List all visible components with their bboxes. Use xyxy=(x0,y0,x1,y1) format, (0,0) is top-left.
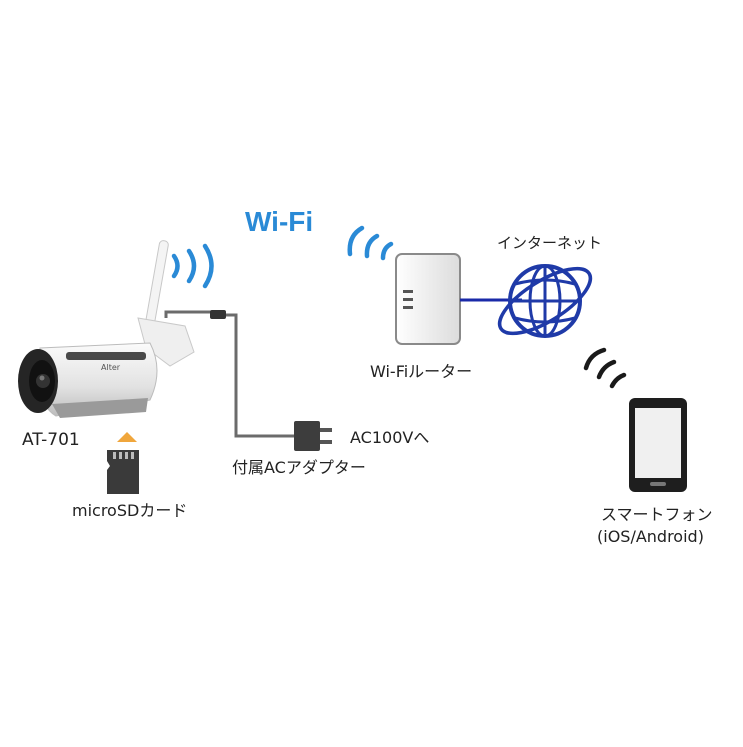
smartphone-label: スマートフォン xyxy=(601,505,713,524)
router-wifi-waves-icon xyxy=(347,225,394,261)
router-label: Wi-Fiルーター xyxy=(370,362,473,381)
ac-power-label: AC100Vへ xyxy=(350,428,430,447)
wifi-router-icon xyxy=(395,253,461,345)
camera-brand-logo: Alter xyxy=(101,363,121,372)
camera-model-label: AT-701 xyxy=(22,430,80,450)
wifi-title: Wi-Fi xyxy=(245,206,314,237)
smartphone-icon xyxy=(629,398,687,492)
cable-connector xyxy=(210,310,226,319)
internet-label: インターネット xyxy=(497,234,603,252)
adapter-label: 付属ACアダプター xyxy=(232,458,366,477)
smartphone-os-label: (iOS/Android) xyxy=(597,527,704,546)
camera-wifi-waves-icon xyxy=(171,243,214,289)
smartphone-wifi-waves-icon xyxy=(583,347,627,389)
globe-icon xyxy=(497,264,593,338)
microsd-label: microSDカード xyxy=(72,501,188,520)
microsd-card-icon xyxy=(107,450,139,494)
adapter-cable xyxy=(164,310,296,438)
security-camera-icon xyxy=(18,240,195,418)
insert-arrow-icon xyxy=(117,432,137,442)
ac-adapter-icon xyxy=(294,421,332,451)
